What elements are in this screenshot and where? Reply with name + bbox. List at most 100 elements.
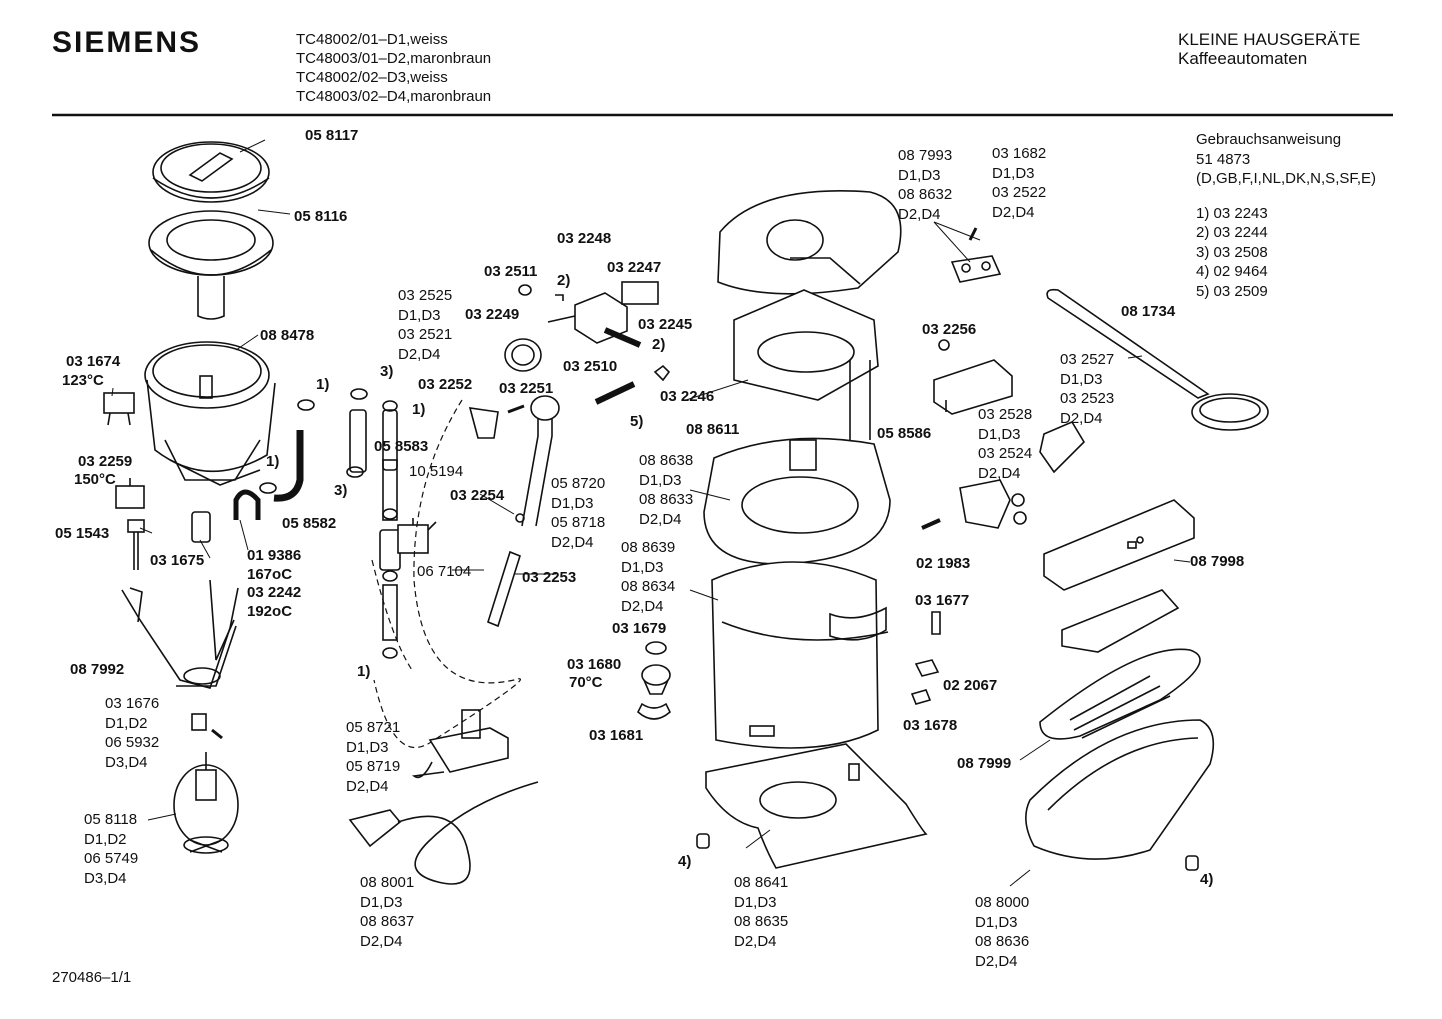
part-label: 02 1983 (916, 555, 971, 572)
manual-title: Gebrauchsanweisung (1196, 131, 1342, 148)
variant-code: D1,D3 (898, 166, 941, 184)
part-number: 03 1676 (105, 695, 160, 712)
part-number: 03 2521 (398, 326, 453, 343)
pump-motor-part (173, 752, 239, 854)
variant-code: D1,D2 (84, 830, 127, 848)
variant-code: D2,D4 (978, 464, 1021, 482)
part-label: 08 7998 (1190, 553, 1245, 570)
manual-languages: (D,GB,F,I,NL,DK,N,S,SF,E) (1196, 170, 1377, 187)
part-number: 08 7993 (898, 147, 953, 164)
variant-code: D1,D3 (360, 893, 403, 911)
footnote-marker: 3) (380, 363, 394, 380)
part-label: 03 2248 (557, 230, 612, 247)
filter-lid-part (152, 141, 270, 203)
footnote-marker: 3) (334, 482, 348, 499)
part-label: 08 7999 (957, 755, 1012, 772)
part-label: 03 1679 (612, 620, 667, 637)
variant-block: 08 8639 D1,D3 08 8634 D2,D4 (621, 538, 675, 616)
part-number: 08 8639 (621, 539, 676, 556)
bracket-part (950, 227, 1002, 283)
model-line: TC48003/01–D2,maronbraun (296, 50, 492, 67)
seal-ring-part (645, 641, 667, 655)
category-subtitle: Kaffeeautomaten (1178, 49, 1308, 68)
hose-route-dashed (373, 399, 521, 749)
footnote-marker: 1) (357, 663, 371, 680)
variant-block: 03 1676 D1,D2 06 5932 D3,D4 (105, 694, 159, 772)
part-number: 08 8000 (975, 894, 1030, 911)
part-label: 05 8583 (374, 438, 429, 455)
nut-part (518, 284, 532, 296)
part-number: 05 8721 (346, 719, 401, 736)
part-label: 03 2259 (78, 453, 133, 470)
tube-part (594, 381, 636, 405)
footnote: 1) 03 2243 (1196, 204, 1268, 222)
clip-part (653, 364, 671, 382)
valve-body-part (547, 281, 659, 348)
solenoid-valve-part (397, 518, 437, 554)
footnote: 2) 03 2244 (1196, 224, 1268, 241)
part-number: 03 2528 (978, 406, 1033, 423)
variant-code: D1,D3 (639, 471, 682, 489)
part-label: 03 2510 (563, 358, 618, 375)
part-number: 08 8641 (734, 874, 789, 891)
part-label: 02 2067 (943, 677, 998, 694)
connector-part (931, 611, 941, 635)
footnote-marker: 4) (1200, 871, 1214, 888)
nut-part (1011, 493, 1025, 507)
temperature-label: 123°C (62, 372, 104, 389)
steam-pipe-part (521, 395, 560, 527)
connector-part (910, 689, 932, 705)
connector-part (914, 659, 940, 677)
variant-block: 03 2528 D1,D3 03 2524 D2,D4 (978, 405, 1032, 483)
thermostat-part (641, 664, 671, 695)
nut-part (1013, 511, 1027, 525)
variant-code: D2,D4 (1060, 409, 1103, 427)
cup-shelf-part (1043, 499, 1195, 653)
footnote-marker: 1) (316, 376, 330, 393)
variant-code: D2,D4 (992, 203, 1035, 221)
part-label: 05 8117 (305, 127, 359, 144)
variant-code: D2,D4 (898, 205, 941, 223)
footnote: 3) 03 2508 (1196, 243, 1268, 261)
power-cord-part (348, 781, 539, 885)
upper-housing-part (703, 437, 891, 565)
switch-part (468, 407, 499, 439)
part-number: 03 2527 (1060, 351, 1115, 368)
temperature-label: 167oC (247, 566, 293, 583)
part-number: 03 2522 (992, 184, 1047, 201)
hose-clamp-part (259, 482, 277, 494)
variant-code: D1,D2 (105, 714, 148, 732)
variant-block: 05 8721 D1,D3 05 8719 D2,D4 (346, 718, 400, 796)
footnote-marker: 2) (557, 272, 571, 289)
base-plate-part (705, 743, 928, 869)
part-label: 05 1543 (55, 525, 110, 542)
model-line: TC48002/02–D3,weiss (296, 69, 448, 86)
variant-code: D1,D3 (975, 913, 1018, 931)
variant-code: D2,D4 (734, 932, 777, 950)
variant-code: D3,D4 (105, 753, 148, 771)
variant-block: 08 8638 D1,D3 08 8633 D2,D4 (639, 451, 693, 529)
variant-code: D2,D4 (639, 510, 682, 528)
variant-block: 08 8000 D1,D3 08 8636 D2,D4 (975, 893, 1029, 971)
water-tank-top-part (733, 289, 879, 440)
part-label: 03 2246 (660, 388, 715, 405)
variant-code: D2,D4 (551, 533, 594, 551)
holder-bracket-part (121, 579, 239, 689)
part-number: 08 8635 (734, 913, 789, 930)
part-label: 05 8586 (877, 425, 932, 442)
thermostat-part (103, 392, 135, 426)
part-number: 08 8633 (639, 491, 694, 508)
part-number: 03 1682 (992, 145, 1047, 162)
part-label: 03 2254 (450, 487, 505, 504)
part-label: 03 2256 (922, 321, 977, 338)
variant-code: D1,D3 (734, 893, 777, 911)
variant-code: D1,D3 (346, 738, 389, 756)
part-label: 10 5194 (409, 463, 464, 480)
variant-code: D1,D3 (1060, 370, 1103, 388)
part-label: 03 2251 (499, 380, 554, 397)
part-number: 05 8118 (84, 811, 138, 828)
part-label: 03 1680 (567, 656, 622, 673)
knob-part (504, 338, 542, 372)
part-label: 03 2252 (418, 376, 473, 393)
part-number: 05 8719 (346, 758, 401, 775)
